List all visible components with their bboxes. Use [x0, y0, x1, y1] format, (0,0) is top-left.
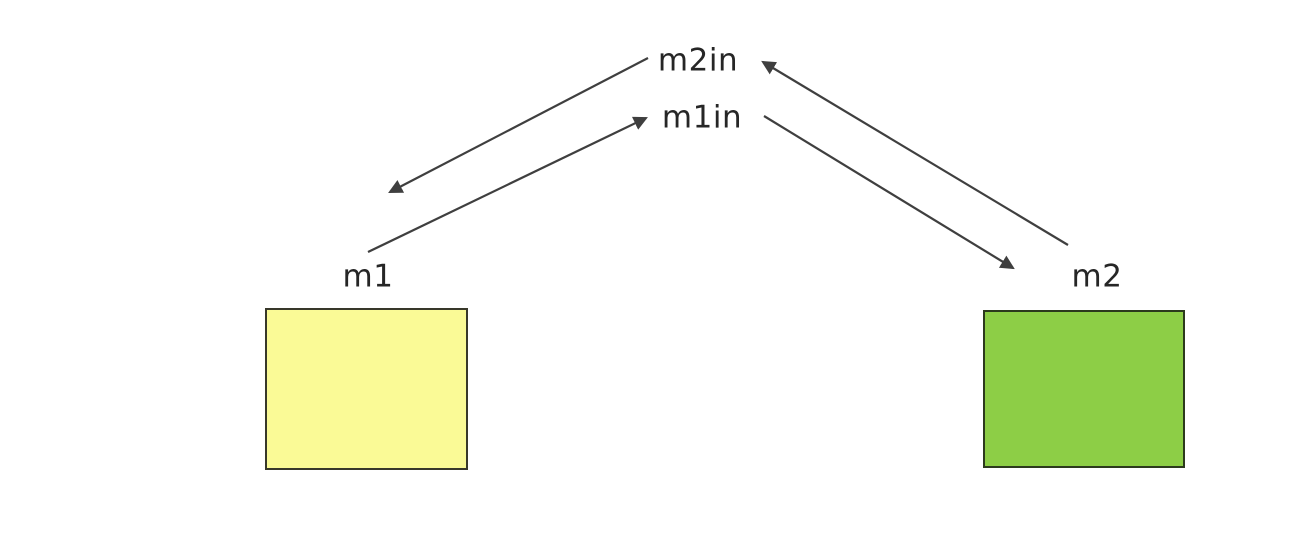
edge-m2in-to-m1 — [388, 57, 649, 193]
edge-m1-to-m1in — [367, 116, 648, 253]
node-m1-rect — [265, 308, 468, 470]
edge-m1in-to-m2 — [763, 115, 1015, 270]
label-m2in: m2in — [657, 42, 739, 79]
node-m2-label: m2 — [1071, 258, 1123, 295]
label-m1in: m1in — [661, 99, 743, 136]
node-m2-rect — [983, 310, 1185, 468]
edge-m2-to-m2in — [761, 60, 1069, 246]
node-m1-label: m1 — [342, 258, 394, 295]
